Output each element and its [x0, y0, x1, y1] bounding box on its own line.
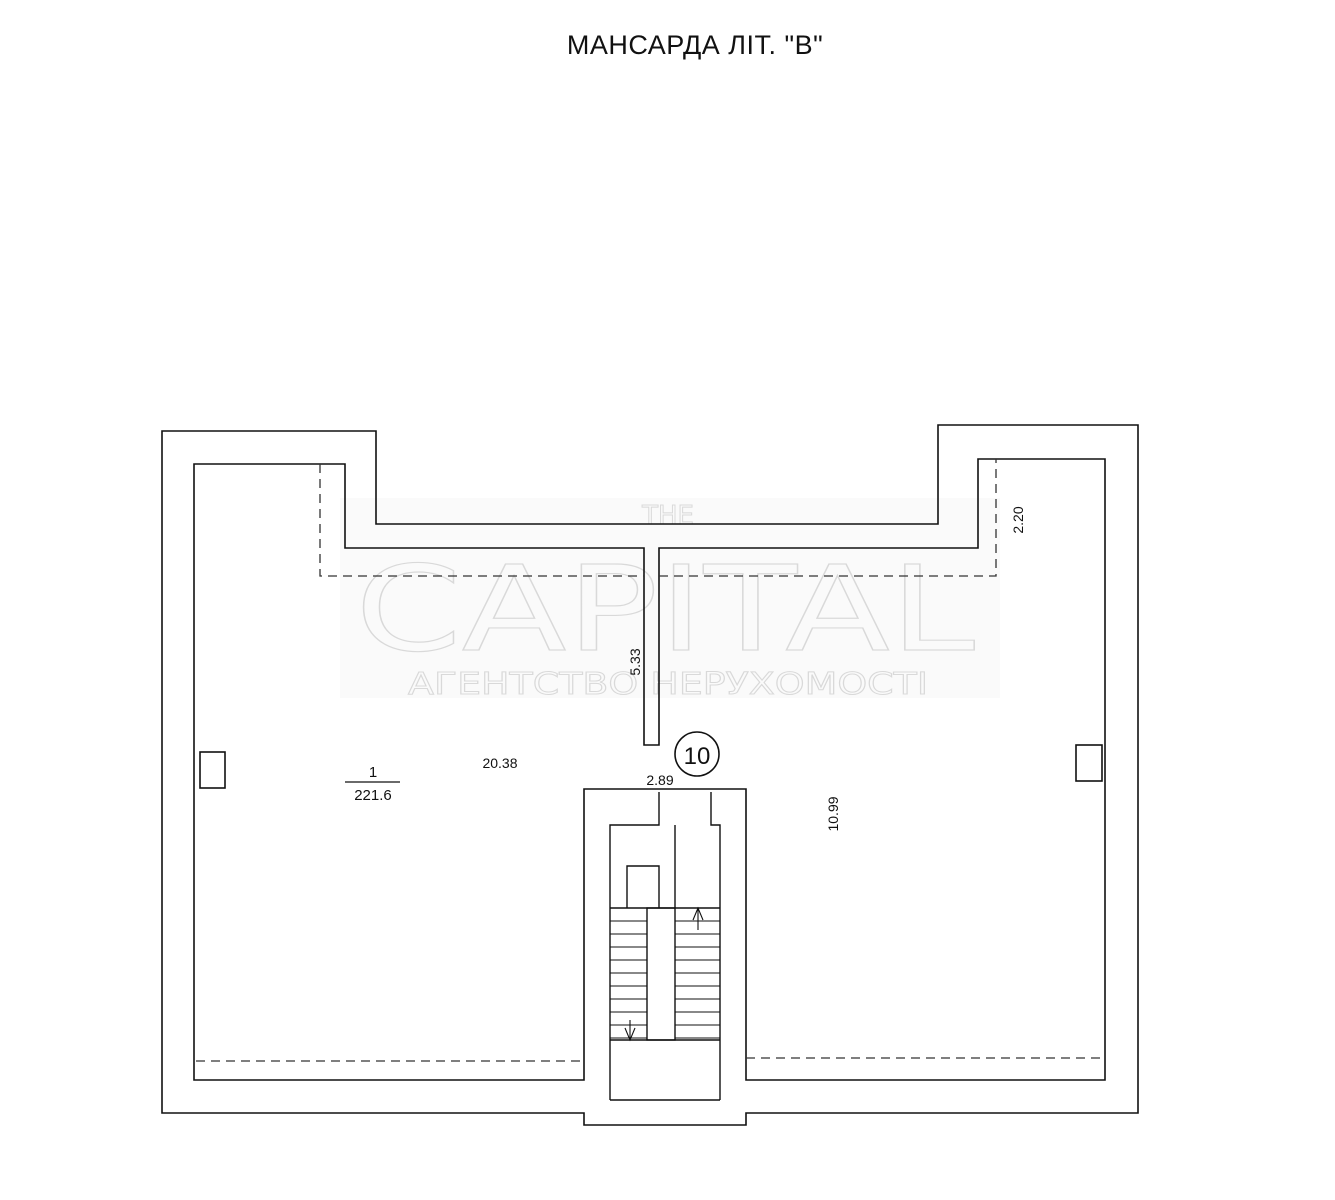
dimension-partition-length: 5.33: [627, 648, 643, 675]
outer-wall: [161, 424, 1139, 1126]
stair-landing-left: [626, 865, 660, 908]
left-square-opening: [199, 751, 226, 789]
stair-treads: [610, 920, 720, 1039]
stair-marker-circle: [674, 731, 720, 777]
stair-down-arrow-head: [624, 1027, 636, 1042]
room-area: 221.6: [354, 787, 392, 804]
watermark-background: [340, 498, 1000, 698]
stair-marker-number: 10: [684, 743, 711, 770]
staircase: [609, 792, 721, 1101]
watermark-small-text: THE: [641, 501, 694, 531]
ceiling-limit-lines: [196, 459, 1105, 1062]
watermark: THE CAPITAL АГЕНТСТВО НЕРУХОМОСТІ: [340, 498, 1000, 703]
room-number: 1: [369, 764, 377, 781]
dashed-line-right-top: [659, 459, 997, 577]
right-square-opening: [1075, 744, 1103, 782]
stair-arrows: [624, 906, 704, 1042]
dimension-width-left: 20.38: [482, 755, 517, 771]
stair-well: [646, 907, 676, 1041]
stair-wall-right: [710, 792, 721, 1100]
dimension-corner-depth: 2.20: [1010, 506, 1026, 533]
dimension-corridor-width: 2.89: [646, 772, 673, 788]
inner-wall: [193, 458, 1106, 1081]
stair-wall-left: [609, 792, 660, 1100]
dashed-line-left-top: [319, 464, 644, 577]
watermark-subtitle-text: АГЕНТСТВО НЕРУХОМОСТІ: [408, 667, 928, 702]
stair-up-arrow-head: [692, 906, 704, 921]
dimension-depth-right: 10.99: [825, 796, 841, 831]
watermark-brand-text: CAPITAL: [355, 540, 975, 678]
plan-title: МАНСАРДА ЛІТ. "В": [566, 30, 824, 60]
